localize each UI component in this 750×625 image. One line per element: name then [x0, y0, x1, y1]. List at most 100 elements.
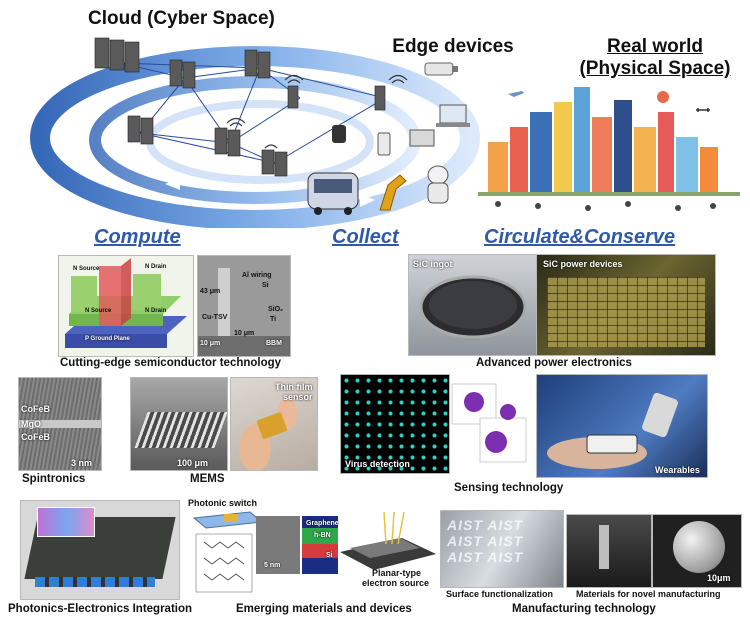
- drone-icon: [696, 108, 710, 112]
- label-n-source-top: N Source: [73, 266, 100, 272]
- caption-manufacturing: Manufacturing technology: [512, 603, 656, 615]
- thin-film-sensor-image: Thin film sensor: [230, 377, 318, 471]
- label-photonic-switch: Photonic switch: [188, 498, 258, 508]
- transistor-3d-image: N Source N Drain N Source N Drain P Grou…: [58, 255, 194, 357]
- virus-detection-image: Virus detection: [340, 374, 450, 474]
- label-43um: 43 μm: [200, 288, 221, 295]
- orbit-arrow-left-icon: [165, 178, 180, 190]
- label-dim-10um: 10 μm: [234, 330, 255, 337]
- label-scale-3nm: 3 nm: [71, 458, 93, 468]
- wearable-device-on-arm: [547, 392, 678, 469]
- transistor-3d-model: [65, 258, 187, 348]
- real-world-title-line2: (Physical Space): [579, 58, 731, 79]
- tem-cross-section: [256, 516, 300, 574]
- planar-electron-source-top: [350, 538, 420, 558]
- label-al-wiring: Al wiring: [242, 272, 272, 279]
- airplane-icon: [508, 91, 524, 97]
- label-thin-film-1: Thin film: [275, 382, 313, 392]
- tsv-via: [218, 268, 230, 338]
- microsphere-image: 10μm: [652, 514, 742, 588]
- apparatus-nozzle: [599, 525, 609, 569]
- aist-text-2: AIST: [487, 517, 524, 533]
- photonic-switch-die: [224, 514, 238, 522]
- tsv-cross-section-image: Al wiring Si 43 μm Cu-TSV SiO₂ Ti 10 μm …: [197, 255, 291, 357]
- label-cofeb-top: CoFeB: [21, 404, 50, 414]
- caption-novel-materials: Materials for novel manufacturing: [576, 589, 721, 599]
- label-n-source: N Source: [85, 308, 112, 314]
- label-sic-power-devices: SiC power devices: [543, 259, 623, 269]
- electron-beams: [383, 511, 405, 545]
- photonics-connector-ports: [35, 577, 155, 587]
- label-scale-10um-sphere: 10μm: [707, 573, 731, 583]
- label-bbm: BBM: [266, 340, 282, 347]
- spintronics-tem-image: CoFeB MgO CoFeB 3 nm: [18, 377, 102, 471]
- label-planar-type-2: electron source: [362, 578, 430, 588]
- caption-sensing: Sensing technology: [454, 482, 564, 494]
- cyber-orbit-diagram: [30, 37, 480, 228]
- aist-text-6: AIST: [487, 549, 524, 565]
- label-sic-ingot: SiC ingot: [413, 259, 453, 269]
- city-illustration: [478, 87, 740, 211]
- label-thin-film-2: sensor: [283, 392, 313, 402]
- section-collect: Collect: [332, 226, 399, 248]
- robot-arm-icon: [379, 174, 407, 211]
- mems-comb-structure: [134, 412, 227, 448]
- label-planar-type-1: Planar-type: [372, 568, 422, 578]
- label-p-ground-plane: P Ground Plane: [85, 336, 130, 342]
- wifi-antenna-icon: [226, 74, 408, 149]
- molecular-structure: [195, 533, 253, 593]
- real-world-title-line1: Real world: [606, 36, 704, 57]
- smartwatch-icon: [332, 125, 346, 143]
- label-sio2: SiO₂: [268, 306, 284, 313]
- label-wearables: Wearables: [655, 465, 700, 475]
- smartphone-icon: [377, 132, 391, 156]
- label-mgo: MgO: [21, 419, 41, 429]
- label-n-drain: N Drain: [145, 308, 167, 314]
- label-scale-10um: 10 μm: [200, 340, 221, 347]
- novel-manufacturing-apparatus-image: [566, 514, 652, 588]
- orbit-arrow-right-icon: [360, 193, 375, 207]
- edge-devices-cluster: [307, 62, 470, 215]
- edge-devices-title: Edge devices: [392, 36, 514, 57]
- label-cu-tsv: Cu-TSV: [202, 314, 228, 321]
- label-n-drain-top: N Drain: [145, 264, 167, 270]
- real-world-title: Real world (Physical Space): [570, 36, 740, 80]
- label-scale-5nm: 5 nm: [264, 562, 281, 569]
- surface-functionalization-image: AIST AIST AIST AIST AIST AIST: [440, 510, 564, 588]
- photonics-chip-inset: [37, 507, 95, 537]
- label-si-layer: Si: [326, 552, 333, 559]
- cloud-title: Cloud (Cyber Space): [88, 8, 275, 29]
- label-graphene: Graphene: [306, 520, 339, 527]
- microsphere: [673, 521, 725, 573]
- mems-sem-image: 100 μm: [130, 377, 228, 471]
- city-buildings: [488, 87, 718, 192]
- label-scale-100um: 100 μm: [177, 458, 209, 468]
- tsv-bottom-layer: [198, 336, 290, 356]
- caption-photonics: Photonics-Electronics Integration: [8, 603, 193, 615]
- sic-ingot-image: SiC ingot: [408, 254, 538, 356]
- sic-ingot-disk: [419, 275, 527, 339]
- aist-text-3: AIST: [447, 533, 483, 549]
- aist-text-pattern: AIST AIST AIST AIST AIST AIST: [447, 517, 557, 565]
- label-cofeb-bottom: CoFeB: [21, 432, 50, 442]
- pedestrians-icon: [495, 201, 716, 211]
- server-rack-icon: [94, 37, 386, 177]
- caption-surface: Surface functionalization: [446, 589, 554, 599]
- label-ti: Ti: [270, 316, 277, 323]
- service-robot-icon: [427, 165, 449, 204]
- caption-power: Advanced power electronics: [476, 357, 632, 369]
- label-si: Si: [262, 282, 269, 289]
- emerging-materials-illustration: [192, 511, 436, 593]
- label-virus-detection: Virus detection: [345, 459, 410, 469]
- label-hbn: h-BN: [314, 532, 331, 539]
- hot-air-balloon-icon: [657, 91, 669, 103]
- caption-semiconductor: Cutting-edge semiconductor technology: [60, 357, 282, 369]
- caption-spintronics: Spintronics: [22, 473, 86, 485]
- wearables-image: Wearables: [536, 374, 708, 478]
- aist-text-4: AIST: [487, 533, 524, 549]
- sic-power-devices-image: SiC power devices: [536, 254, 716, 356]
- security-camera-icon: [424, 62, 458, 76]
- virus-icon: [464, 392, 516, 453]
- aist-text-1: AIST: [447, 517, 483, 533]
- mgo-layer-band: [19, 420, 101, 428]
